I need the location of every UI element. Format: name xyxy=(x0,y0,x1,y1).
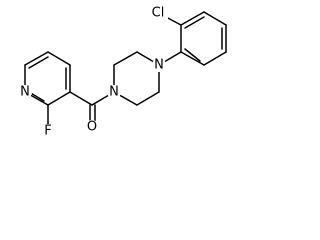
atom-label-n-amide: N xyxy=(109,85,119,100)
piperazine-ring xyxy=(113,51,160,106)
atom-label-n-aryl: N xyxy=(154,58,164,73)
molecule-structure: N F O N N Cl xyxy=(18,6,227,139)
atom-label-chlorine: Cl xyxy=(152,6,165,21)
ring-carbonyl-bond xyxy=(69,91,93,106)
carbonyl-double-bond xyxy=(89,104,96,124)
chlorophenyl-ring xyxy=(180,11,227,66)
atom-label-oxygen: O xyxy=(87,120,97,135)
atom-label-n-pyridine: N xyxy=(20,85,30,100)
atom-label-fluorine: F xyxy=(44,124,51,139)
fluoropyridine-ring xyxy=(24,51,71,106)
